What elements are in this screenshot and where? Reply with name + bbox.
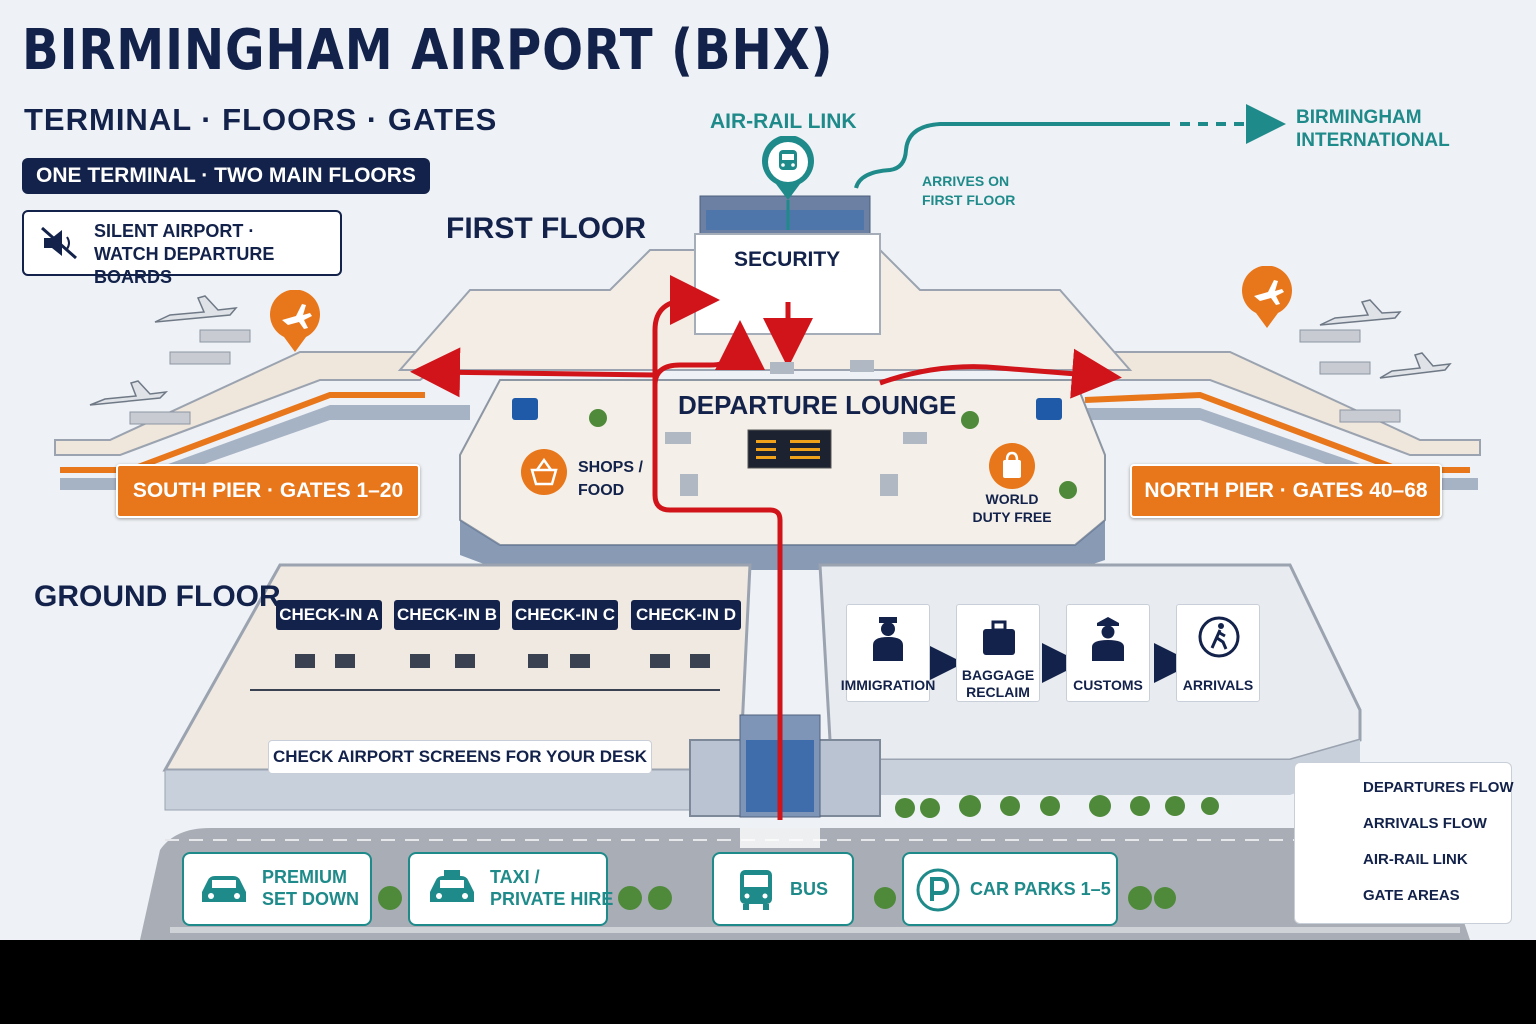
security-label: SECURITY xyxy=(734,248,841,271)
ground-floor-label: GROUND FLOOR xyxy=(34,580,281,613)
check-screens-note: CHECK AIRPORT SCREENS FOR YOUR DESK xyxy=(268,740,652,774)
toilets-icon xyxy=(512,398,538,420)
plane-icon xyxy=(1242,266,1292,328)
check-in-a: CHECK-IN A xyxy=(276,600,382,630)
arrivals-step: ARRIVALS xyxy=(1176,604,1260,702)
silent-airport-notice: SILENT AIRPORT · WATCH DEPARTURE BOARDS xyxy=(22,210,342,287)
south-pier-gates-label: SOUTH PIER · GATES 1–20 xyxy=(116,464,420,518)
taxi-line-2: PRIVATE HIRE xyxy=(490,889,614,909)
car-parks: CAR PARKS 1–5 xyxy=(902,852,1118,926)
world-duty-free-label: WORLD DUTY FREE xyxy=(962,490,1062,526)
bus-icon xyxy=(740,870,772,910)
walking-person-icon xyxy=(1198,616,1240,658)
customs-label: CUSTOMS xyxy=(1073,677,1143,693)
airport-map: BIRMINGHAM AIRPORT (BHX) TERMINAL · FLOO… xyxy=(0,0,1536,940)
plane-north-1 xyxy=(1319,299,1402,326)
notice-line-1: SILENT AIRPORT · xyxy=(94,221,255,241)
baggage-reclaim-label: BAGGAGE RECLAIM xyxy=(961,667,1035,700)
shopping-bag-icon xyxy=(989,443,1035,489)
customs-step: CUSTOMS xyxy=(1066,604,1150,702)
plane-north-2 xyxy=(1379,352,1452,379)
muted-speaker-icon xyxy=(41,226,77,260)
arrives-line-2: FIRST FLOOR xyxy=(922,192,1016,208)
page-title: BIRMINGHAM AIRPORT (BHX) xyxy=(22,18,834,83)
taxi-line-1: TAXI / xyxy=(490,867,540,887)
train-icon xyxy=(762,136,814,200)
bus-stop: BUS xyxy=(712,852,854,926)
taxi-icon xyxy=(430,870,474,902)
arrives-line-1: ARRIVES ON xyxy=(922,173,1010,189)
plane-icon xyxy=(270,290,320,352)
departure-lounge-label: DEPARTURE LOUNGE xyxy=(678,390,957,420)
destination-line-1: BIRMINGHAM xyxy=(1296,107,1422,128)
terminal-summary-badge: ONE TERMINAL · TWO MAIN FLOORS xyxy=(22,158,430,194)
shops-line-2: FOOD xyxy=(578,482,625,499)
map-legend: DEPARTURES FLOW ARRIVALS FLOW AIR-RAIL L… xyxy=(1294,762,1514,924)
first-floor-label: FIRST FLOOR xyxy=(446,212,646,245)
car-parks-label: CAR PARKS 1–5 xyxy=(970,879,1111,899)
bus-label: BUS xyxy=(790,879,829,899)
immigration-label: IMMIGRATION xyxy=(840,677,936,693)
arrivals-label: ARRIVALS xyxy=(1182,677,1254,693)
destination-line-2: INTERNATIONAL xyxy=(1296,130,1450,151)
page-subtitle: TERMINAL · FLOORS · GATES xyxy=(24,102,498,137)
shops-food-label: SHOPS / FOOD xyxy=(578,456,643,502)
toilets-icon xyxy=(1036,398,1062,420)
parking-icon xyxy=(916,868,960,912)
check-in-d: CHECK-IN D xyxy=(631,600,741,630)
taxi-private-hire: TAXI /PRIVATE HIRE xyxy=(408,852,613,926)
officer-icon xyxy=(873,617,903,661)
plane-south-2 xyxy=(89,380,169,406)
air-rail-link-label: AIR-RAIL LINK xyxy=(710,110,857,133)
plane-south-1 xyxy=(154,295,238,323)
notice-line-2: WATCH DEPARTURE BOARDS xyxy=(94,244,275,287)
duty-free-line-2: DUTY FREE xyxy=(972,509,1052,525)
customs-officer-icon xyxy=(1092,617,1124,661)
baggage-reclaim-step: BAGGAGE RECLAIM xyxy=(956,604,1040,702)
immigration-step: IMMIGRATION xyxy=(841,604,935,702)
arrives-first-floor-note: ARRIVES ON FIRST FLOOR xyxy=(922,172,1015,210)
check-in-b: CHECK-IN B xyxy=(394,600,500,630)
check-in-c: CHECK-IN C xyxy=(512,600,618,630)
premium-line-1: PREMIUM xyxy=(262,867,347,887)
north-pier-gates-label: NORTH PIER · GATES 40–68 xyxy=(1130,464,1442,518)
premium-line-2: SET DOWN xyxy=(262,889,359,909)
suitcase-icon xyxy=(983,620,1015,655)
duty-free-line-1: WORLD xyxy=(985,491,1039,507)
shopping-basket-icon xyxy=(521,449,567,495)
shops-line-1: SHOPS / xyxy=(578,459,643,476)
car-icon xyxy=(202,876,246,902)
